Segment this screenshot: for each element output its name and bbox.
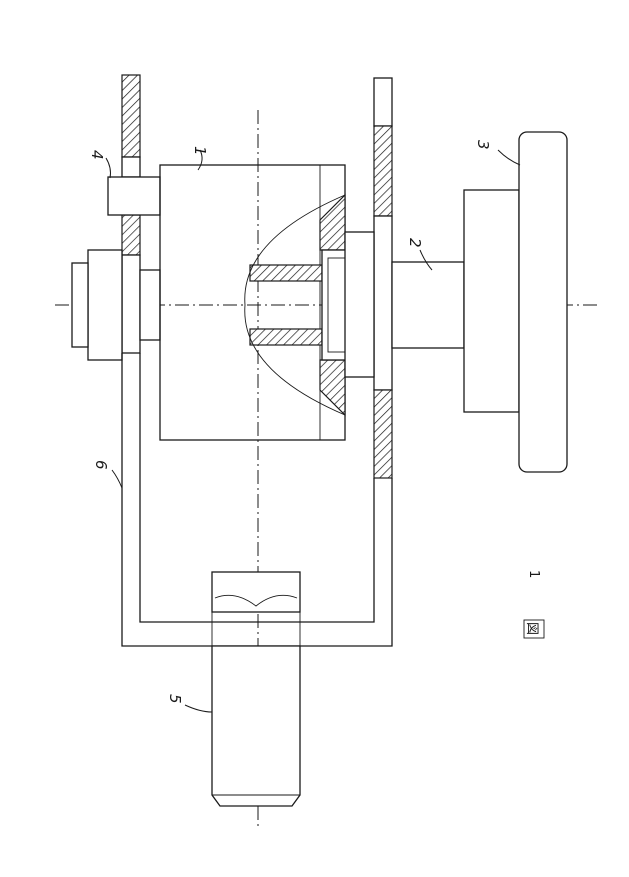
leader-5 xyxy=(184,704,213,713)
part-label-3: 3 xyxy=(474,140,492,150)
part-label-4: 4 xyxy=(88,150,106,160)
figure-caption-box xyxy=(523,619,545,639)
figure-caption-symbol: 図 xyxy=(524,622,539,635)
part-label-5: 5 xyxy=(166,694,184,704)
block-1 xyxy=(159,164,346,441)
leader-4 xyxy=(105,157,111,179)
part-label-1: 1 xyxy=(191,146,209,156)
figure-number: 1 xyxy=(526,570,541,578)
pin-4 xyxy=(107,176,161,216)
axle-nut xyxy=(71,249,161,361)
leader-6 xyxy=(111,469,123,489)
part-label-6: 6 xyxy=(92,460,110,470)
part-label-2: 2 xyxy=(406,238,424,248)
shaft-2 xyxy=(391,261,465,349)
leader-1 xyxy=(197,149,203,171)
leader-2 xyxy=(419,249,433,271)
bearing-cup xyxy=(244,193,347,417)
knob-3 xyxy=(463,131,568,473)
right-plate xyxy=(344,77,393,479)
bolt-5 xyxy=(211,571,301,807)
leader-3 xyxy=(497,149,521,166)
